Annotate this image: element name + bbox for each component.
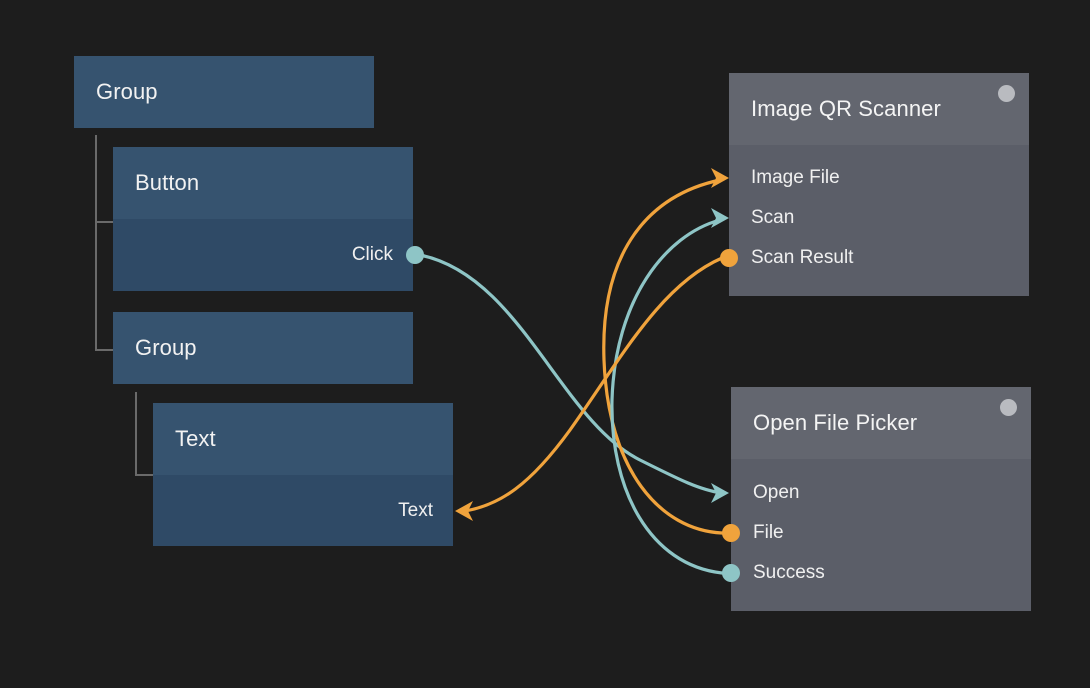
node-header-group-root[interactable]: Group bbox=[74, 56, 374, 128]
node-body-image-qr-scanner bbox=[729, 145, 1029, 296]
port-file[interactable]: File bbox=[753, 522, 784, 543]
node-text[interactable]: Text bbox=[153, 403, 453, 546]
node-title: Image QR Scanner bbox=[751, 96, 941, 121]
port-label: Open bbox=[753, 482, 800, 503]
node-image-qr-scanner[interactable]: Image QR Scanner bbox=[729, 73, 1029, 296]
port-click[interactable]: Click bbox=[193, 244, 393, 265]
node-body-button bbox=[113, 219, 413, 291]
port-open[interactable]: Open bbox=[753, 482, 800, 503]
node-title: Text bbox=[175, 426, 216, 451]
node-title: Group bbox=[96, 79, 158, 104]
node-body-text bbox=[153, 475, 453, 546]
node-button[interactable]: Button bbox=[113, 147, 413, 291]
node-header-text[interactable]: Text bbox=[153, 403, 453, 475]
node-open-file-picker[interactable]: Open File Picker bbox=[731, 387, 1031, 611]
node-header-group-child[interactable]: Group bbox=[113, 312, 413, 384]
port-label: Success bbox=[753, 562, 825, 583]
port-scan[interactable]: Scan bbox=[751, 207, 795, 228]
node-body-open-file-picker bbox=[731, 459, 1031, 611]
port-label: Scan Result bbox=[751, 247, 854, 268]
node-group-child[interactable]: Group bbox=[113, 312, 413, 384]
node-header-button[interactable]: Button bbox=[113, 147, 413, 219]
node-title: Open File Picker bbox=[753, 410, 918, 435]
port-label: File bbox=[753, 522, 784, 543]
port-scan-result[interactable]: Scan Result bbox=[751, 247, 854, 268]
collapse-toggle-icon[interactable] bbox=[998, 85, 1015, 102]
port-text[interactable]: Text bbox=[233, 500, 433, 521]
node-header-open-file-picker[interactable]: Open File Picker bbox=[731, 387, 1031, 459]
port-label: Text bbox=[398, 500, 433, 521]
node-title: Group bbox=[135, 335, 197, 360]
port-label: Scan bbox=[751, 207, 795, 228]
port-label: Click bbox=[351, 244, 393, 265]
node-group-root[interactable]: Group bbox=[74, 56, 374, 128]
node-header-image-qr-scanner[interactable]: Image QR Scanner bbox=[729, 73, 1029, 145]
port-label: Image File bbox=[751, 167, 840, 188]
node-title: Button bbox=[135, 170, 200, 195]
port-image-file[interactable]: Image File bbox=[751, 167, 840, 188]
collapse-toggle-icon[interactable] bbox=[1000, 399, 1017, 416]
port-success[interactable]: Success bbox=[753, 562, 825, 583]
